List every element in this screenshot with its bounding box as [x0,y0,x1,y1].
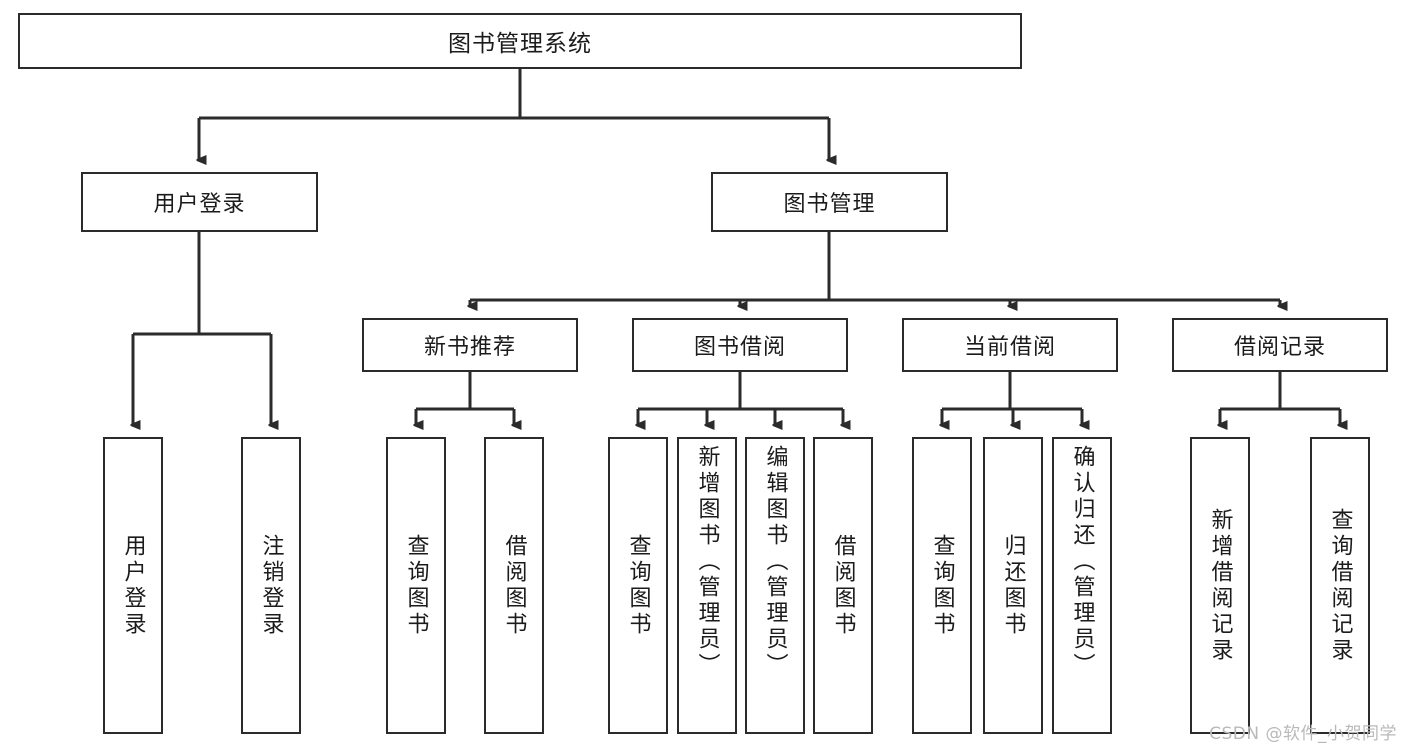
leaf-query-book-current[interactable]: 查询图书 [912,437,972,734]
leaf-confirm-return-admin[interactable]: 确认归还（管理员） [1052,437,1112,734]
leaf-borrow-book[interactable]: 借阅图书 [813,437,873,734]
node-root-label: 图书管理系统 [448,31,592,57]
leaf-label: 注销登录 [258,533,284,638]
node-book-borrow[interactable]: 图书借阅 [632,318,848,372]
node-book-management[interactable]: 图书管理 [711,172,948,232]
leaf-label: 用户登录 [120,533,146,638]
leaf-label: 查询图书 [403,533,429,638]
leaf-add-borrow-record[interactable]: 新增借阅记录 [1190,437,1250,734]
leaf-label: 新增图书（管理员） [694,445,720,679]
leaf-label: 编辑图书（管理员） [762,445,788,679]
leaf-label: 借阅图书 [830,533,856,638]
node-user-login[interactable]: 用户登录 [81,172,318,232]
leaf-label: 查询借阅记录 [1327,507,1353,664]
leaf-label: 查询图书 [929,533,955,638]
node-book-management-label: 图书管理 [783,192,876,217]
leaf-borrow-book-recommend[interactable]: 借阅图书 [484,437,544,734]
leaf-query-book-recommend[interactable]: 查询图书 [386,437,446,734]
node-new-book-recommend[interactable]: 新书推荐 [362,318,578,372]
leaf-label: 归还图书 [1000,533,1026,638]
leaf-add-book-admin[interactable]: 新增图书（管理员） [677,437,737,734]
leaf-label: 确认归还（管理员） [1069,445,1095,679]
node-book-borrow-label: 图书借阅 [693,335,786,360]
watermark-text: CSDN @软件_小贺同学 [1209,724,1397,744]
leaf-edit-book-admin[interactable]: 编辑图书（管理员） [745,437,805,734]
leaf-return-book[interactable]: 归还图书 [983,437,1043,734]
node-current-borrow[interactable]: 当前借阅 [902,318,1118,372]
leaf-logout[interactable]: 注销登录 [241,437,301,734]
leaf-label: 新增借阅记录 [1207,507,1233,664]
leaf-user-login[interactable]: 用户登录 [103,437,163,734]
node-borrow-record[interactable]: 借阅记录 [1172,318,1388,372]
leaf-label: 借阅图书 [501,533,527,638]
leaf-query-book-borrow[interactable]: 查询图书 [608,437,668,734]
node-new-book-recommend-label: 新书推荐 [423,335,516,360]
leaf-query-borrow-record[interactable]: 查询借阅记录 [1310,437,1370,734]
node-user-login-label: 用户登录 [153,192,246,217]
leaf-label: 查询图书 [625,533,651,638]
node-root[interactable]: 图书管理系统 [18,13,1022,69]
node-current-borrow-label: 当前借阅 [963,335,1056,360]
node-borrow-record-label: 借阅记录 [1233,335,1326,360]
